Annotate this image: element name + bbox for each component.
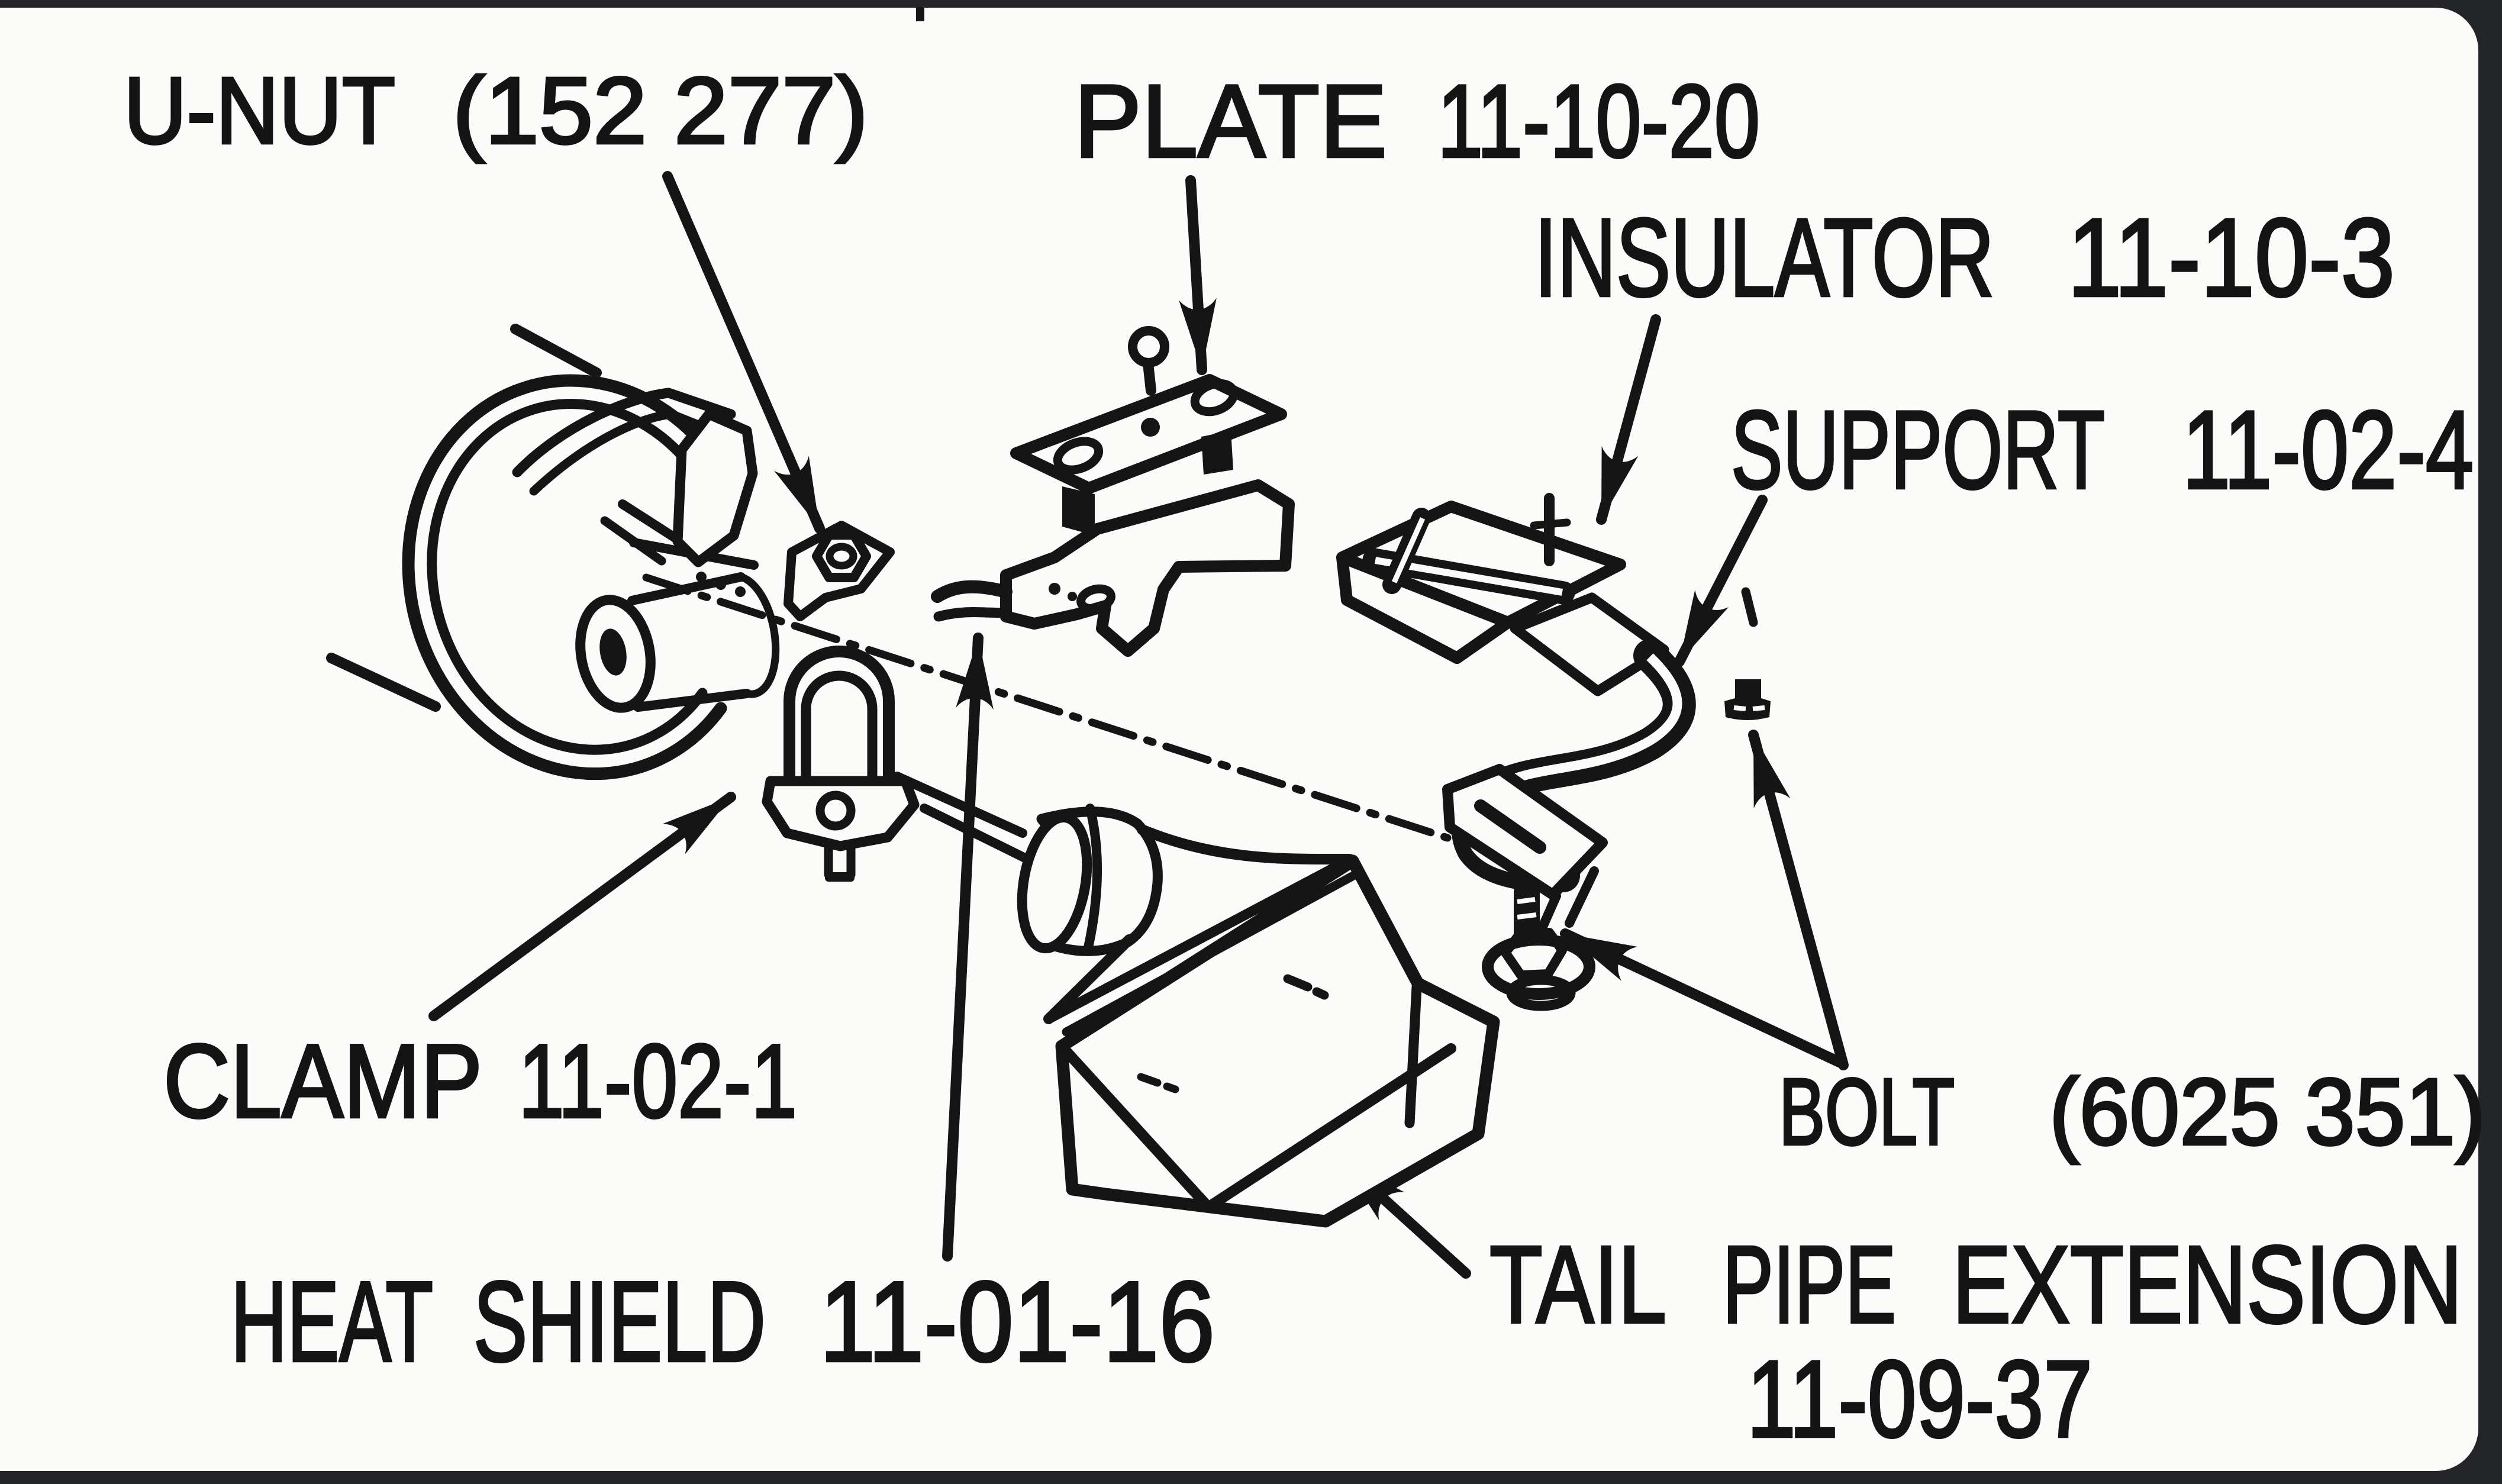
svg-text:SUPPORT: SUPPORT bbox=[1731, 388, 2105, 512]
svg-text:TAIL: TAIL bbox=[1489, 1224, 1666, 1346]
svg-text:11-10-3: 11-10-3 bbox=[2068, 195, 2395, 320]
svg-text:HEAT: HEAT bbox=[231, 1257, 433, 1385]
svg-text:SHIELD: SHIELD bbox=[473, 1257, 766, 1385]
svg-text:11-01-16: 11-01-16 bbox=[820, 1257, 1215, 1385]
svg-text:(152 277): (152 277) bbox=[453, 57, 868, 163]
svg-text:EXTENSION: EXTENSION bbox=[1952, 1224, 2462, 1346]
svg-text:U-NUT: U-NUT bbox=[124, 57, 395, 163]
svg-text:BOLT: BOLT bbox=[1779, 1059, 1955, 1164]
svg-text:11-10-20: 11-10-20 bbox=[1437, 64, 1760, 179]
svg-text:(6025 351): (6025 351) bbox=[2049, 1059, 2485, 1164]
svg-text:PIPE: PIPE bbox=[1723, 1224, 1896, 1346]
svg-text:11-02-1: 11-02-1 bbox=[518, 1022, 797, 1140]
svg-text:PLATE: PLATE bbox=[1074, 64, 1387, 179]
svg-text:11-02-4: 11-02-4 bbox=[2182, 388, 2474, 512]
svg-text:11-09-37: 11-09-37 bbox=[1747, 1338, 2092, 1460]
svg-text:INSULATOR: INSULATOR bbox=[1534, 195, 1994, 320]
svg-text:CLAMP: CLAMP bbox=[163, 1022, 482, 1140]
